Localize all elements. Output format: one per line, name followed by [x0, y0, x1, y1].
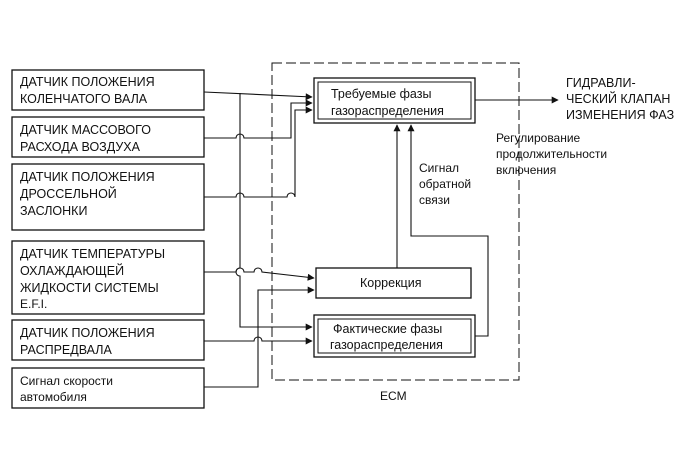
duty-control-label-line-3: включения: [496, 163, 556, 177]
throttle-to-target-arrow: [204, 106, 313, 198]
ecm-boundary: [271, 62, 520, 381]
maf-sensor-label-line-1: ДАТЧИК МАССОВОГО: [20, 123, 151, 137]
ocv-label-line-2: ЧЕСКИЙ КЛАПАН: [566, 91, 670, 106]
crank-position-sensor-box: ДАТЧИК ПОЛОЖЕНИЯ КОЛЕНЧАТОГО ВАЛА: [11, 69, 205, 111]
coolant-sensor-label-line-4: E.F.I.: [20, 297, 47, 311]
cam-sensor-label-line-1: ДАТЧИК ПОЛОЖЕНИЯ: [20, 326, 155, 340]
duty-control-label-line-1: Регулирование: [496, 131, 581, 145]
actual-valve-timing-block: Фактические фазы газораспределения: [313, 314, 476, 358]
speed-signal-label-line-2: автомобиля: [20, 390, 87, 404]
correction-label: Коррекция: [360, 276, 421, 290]
crank-to-actual-arrow: [235, 93, 313, 331]
coolant-sensor-label-line-3: ЖИДКОСТИ СИСТЕМЫ: [20, 281, 159, 295]
throttle-sensor-label-line-3: ЗАСЛОНКИ: [20, 204, 87, 218]
target-timing-label-line-1: Требуемые фазы: [331, 87, 431, 101]
mass-air-flow-sensor-box: ДАТЧИК МАССОВОГО РАСХОДА ВОЗДУХА: [11, 116, 205, 158]
vehicle-speed-signal-box: Сигнал скорости автомобиля: [11, 367, 205, 409]
throttle-sensor-label-line-2: ДРОССЕЛЬНОЙ: [20, 186, 117, 201]
signal-lines: [203, 91, 559, 388]
ecm-label: ECM: [380, 389, 407, 403]
coolant-sensor-label-line-1: ДАТЧИК ТЕМПЕРАТУРЫ: [20, 247, 165, 261]
feedback-signal-label-line-3: связи: [419, 193, 450, 207]
feedback-signal-label-line-1: Сигнал: [419, 161, 459, 175]
cam-sensor-label-line-2: РАСПРЕДВАЛА: [20, 343, 112, 357]
ocv-label-line-3: ИЗМЕНЕНИЯ ФАЗ: [566, 108, 674, 122]
crank-to-target-arrow: [203, 91, 313, 101]
actual-timing-label-line-1: Фактические фазы: [333, 322, 442, 336]
coolant-temperature-sensor-box: ДАТЧИК ТЕМПЕРАТУРЫ ОХЛАЖДАЮЩЕЙ ЖИДКОСТИ …: [11, 240, 205, 315]
maf-to-target-arrow: [204, 99, 313, 139]
coolant-sensor-label-line-2: ОХЛАЖДАЮЩЕЙ: [20, 263, 124, 278]
duty-control-label-line-2: продолжительности: [496, 147, 607, 161]
throttle-position-sensor-box: ДАТЧИК ПОЛОЖЕНИЯ ДРОССЕЛЬНОЙ ЗАСЛОНКИ: [11, 163, 205, 231]
ocv-label-line-1: ГИДРАВЛИ-: [566, 76, 636, 90]
camshaft-position-sensor-box: ДАТЧИК ПОЛОЖЕНИЯ РАСПРЕДВАЛА: [11, 319, 205, 361]
target-valve-timing-block: Требуемые фазы газораспределения: [313, 77, 476, 124]
throttle-sensor-label-line-1: ДАТЧИК ПОЛОЖЕНИЯ: [20, 170, 155, 184]
target-timing-label-line-2: газораспределения: [331, 104, 444, 118]
crank-sensor-label-line-2: КОЛЕНЧАТОГО ВАЛА: [20, 92, 148, 106]
speed-to-correction-arrow: [204, 286, 315, 388]
feedback-signal-label-line-2: обратной: [419, 177, 471, 191]
speed-signal-label-line-1: Сигнал скорости: [20, 374, 113, 388]
actual-timing-label-line-2: газораспределения: [330, 338, 443, 352]
feedback-arrow: [407, 124, 489, 337]
maf-sensor-label-line-2: РАСХОДА ВОЗДУХА: [20, 140, 141, 154]
correction-block: Коррекция: [315, 267, 472, 299]
coolant-to-correction-arrow: [204, 267, 315, 281]
crank-sensor-label-line-1: ДАТЧИК ПОЛОЖЕНИЯ: [20, 75, 155, 89]
